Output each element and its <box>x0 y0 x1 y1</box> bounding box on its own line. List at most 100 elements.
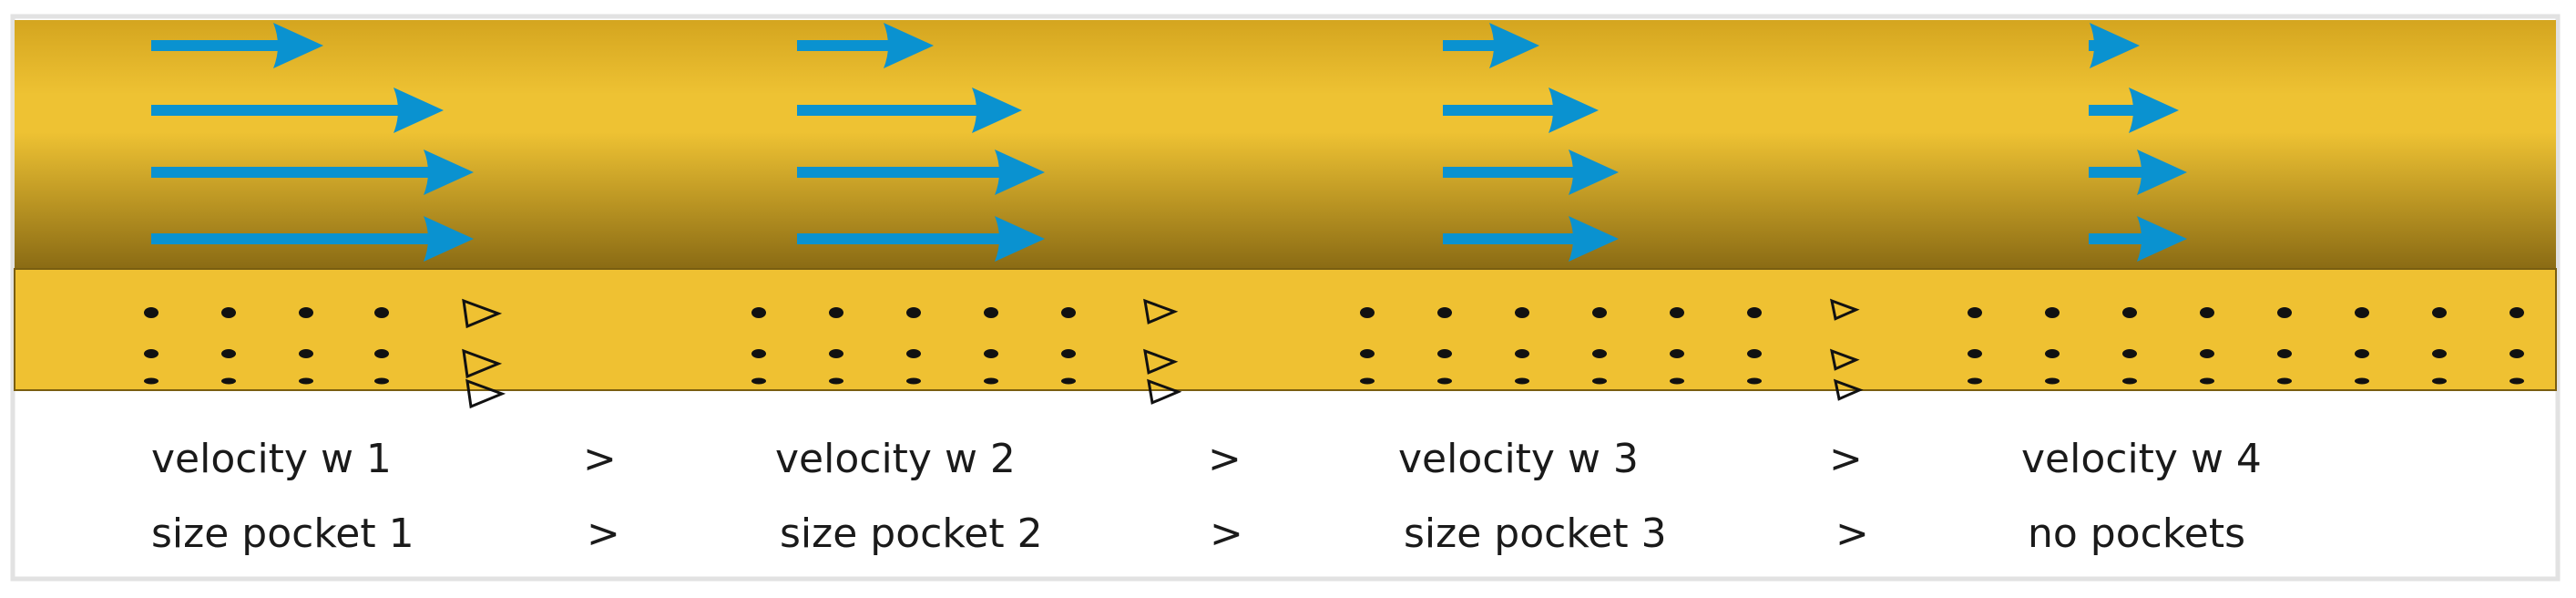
particle-dot <box>829 377 843 385</box>
particle-dot <box>144 307 158 318</box>
pocket-triangle-icon <box>1833 378 1864 401</box>
velocity-arrow-icon <box>2089 23 2140 68</box>
pocket-triangle-icon <box>1829 298 1860 321</box>
particle-dot <box>2432 307 2447 318</box>
particle-dot <box>374 307 389 318</box>
particle-dot <box>299 307 313 318</box>
velocity-arrow-icon <box>797 216 1045 262</box>
particle-dot <box>2510 307 2524 318</box>
pocket-triangle-icon <box>462 298 503 329</box>
velocity-arrow-icon <box>1443 150 1619 195</box>
velocity-arrow-icon <box>151 216 474 262</box>
velocity-label-1: velocity w 1 <box>151 436 392 482</box>
pocket-triangle-icon <box>1143 348 1179 375</box>
particle-dot <box>751 377 766 385</box>
stage-1-labels: velocity w 1 size pocket 1 <box>151 436 414 557</box>
velocity-arrow-icon <box>2089 216 2187 262</box>
velocity-arrow-icon <box>151 150 474 195</box>
velocity-arrow-icon <box>1443 216 1619 262</box>
particle-dot <box>2122 349 2137 358</box>
stage-2-labels: velocity w 2 size pocket 2 <box>775 436 1043 557</box>
velocity-arrow-icon <box>797 23 934 68</box>
separator-pocket-2: > <box>1210 510 1243 557</box>
velocity-arrow-icon <box>151 88 444 133</box>
pocket-label-3: size pocket 3 <box>1404 510 1667 557</box>
flow-tube <box>15 20 2556 269</box>
velocity-arrow-icon <box>2089 88 2179 133</box>
particle-dot <box>906 349 921 358</box>
particle-dot <box>2432 349 2447 358</box>
particle-dot <box>144 349 158 358</box>
separator-velocity-2: > <box>1208 436 1242 482</box>
particle-dot <box>1592 349 1607 358</box>
velocity-label-3: velocity w 3 <box>1398 436 1639 482</box>
particle-dot <box>1968 377 1982 385</box>
particle-dot <box>984 307 998 318</box>
particle-dot <box>829 349 843 358</box>
particle-dot <box>299 377 313 385</box>
particle-dot <box>984 377 998 385</box>
stage-4-labels: velocity w 4 no pockets <box>2021 436 2262 557</box>
pocket-triangle-icon <box>1829 348 1860 371</box>
particle-dot <box>2122 307 2137 318</box>
particle-dot <box>1670 307 1684 318</box>
pocket-triangle-icon <box>1143 298 1179 325</box>
velocity-arrow-icon <box>1443 88 1599 133</box>
particle-dot <box>144 377 158 385</box>
separator-velocity-1: > <box>583 436 617 482</box>
particle-dot <box>829 307 843 318</box>
particle-dot <box>221 349 236 358</box>
particle-dot <box>2122 377 2137 385</box>
velocity-arrow-icon <box>2089 150 2187 195</box>
particle-dot <box>1747 349 1762 358</box>
particle-dot <box>1061 307 1076 318</box>
particle-dot <box>751 307 766 318</box>
particle-dot <box>2355 377 2369 385</box>
pocket-triangle-icon <box>465 378 506 409</box>
particle-dot <box>1968 307 1982 318</box>
particle-dot <box>984 349 998 358</box>
particle-dot <box>2277 307 2292 318</box>
particle-dot <box>1515 307 1529 318</box>
particle-dot <box>1437 349 1452 358</box>
velocity-arrow-icon <box>1443 23 1539 68</box>
pocket-triangle-icon <box>1147 378 1182 405</box>
particle-dot <box>1061 377 1076 385</box>
separator-pocket-1: > <box>587 510 620 557</box>
wall-band <box>14 268 2557 391</box>
particle-dot <box>374 377 389 385</box>
velocity-arrow-icon <box>797 150 1045 195</box>
separator-velocity-3: > <box>1829 436 1863 482</box>
particle-dot <box>751 349 766 358</box>
velocity-arrow-icon <box>151 23 323 68</box>
particle-dot <box>1747 307 1762 318</box>
particle-dot <box>1360 377 1375 385</box>
particle-dot <box>2200 349 2214 358</box>
particle-dot <box>2355 349 2369 358</box>
velocity-arrow-icon <box>797 88 1022 133</box>
particle-dot <box>2277 377 2292 385</box>
particle-dot <box>2510 377 2524 385</box>
separator-pocket-3: > <box>1835 510 1869 557</box>
pocket-label-4: no pockets <box>2028 510 2245 557</box>
particle-dot <box>1747 377 1762 385</box>
particle-dot <box>1437 377 1452 385</box>
particle-dot <box>1968 349 1982 358</box>
particle-dot <box>1360 307 1375 318</box>
particle-dot <box>1061 349 1076 358</box>
particle-dot <box>1515 377 1529 385</box>
particle-dot <box>2045 377 2060 385</box>
particle-dot <box>299 349 313 358</box>
velocity-label-2: velocity w 2 <box>775 436 1016 482</box>
particle-dot <box>1592 307 1607 318</box>
particle-dot <box>2200 377 2214 385</box>
particle-dot <box>221 307 236 318</box>
particle-dot <box>2200 307 2214 318</box>
particle-dot <box>1515 349 1529 358</box>
particle-dot <box>1670 377 1684 385</box>
pocket-label-2: size pocket 2 <box>780 510 1043 557</box>
particle-dot <box>2355 307 2369 318</box>
particle-dot <box>1360 349 1375 358</box>
velocity-label-4: velocity w 4 <box>2021 436 2262 482</box>
